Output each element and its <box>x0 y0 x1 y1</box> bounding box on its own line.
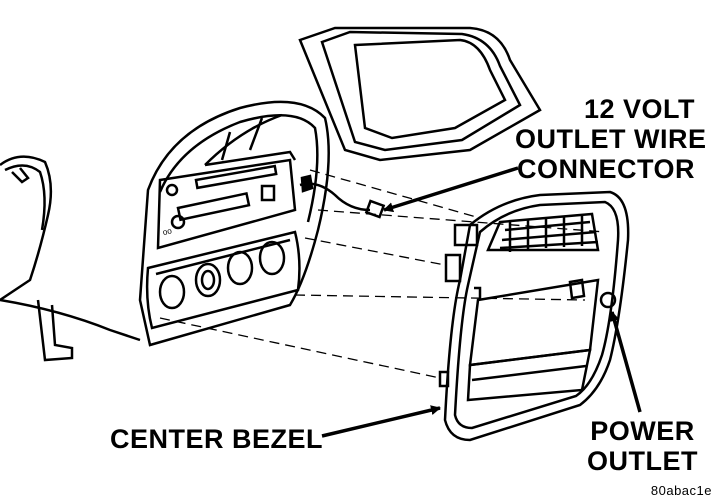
center-bezel <box>438 190 630 442</box>
connector-callout-line-2: OUTLET WIRE <box>515 124 707 154</box>
arrow-to-bezel <box>321 405 441 438</box>
bezel-callout-label: CENTER BEZEL <box>110 424 323 454</box>
power-outlet-line-2: OUTLET <box>587 446 698 476</box>
connector-callout-line-3: CONNECTOR <box>516 154 695 184</box>
heater-controls <box>145 230 301 330</box>
left-dash-panel <box>0 155 141 362</box>
figure-id: 80abac1e <box>650 483 712 498</box>
alignment-lines <box>159 169 606 379</box>
radio-unit: ᵒᵒ <box>156 150 297 250</box>
connector-callout-label: 12 VOLT OUTLET WIRE CONNECTOR <box>515 94 707 184</box>
dash-opening <box>138 100 330 347</box>
bezel-callout-text: CENTER BEZEL <box>110 424 324 454</box>
connector-callout-line-1: 12 VOLT <box>583 94 695 124</box>
power-outlet-line-1: POWER <box>590 416 695 446</box>
callout-arrows <box>321 166 642 438</box>
svg-text:ᵒᵒ: ᵒᵒ <box>162 225 174 241</box>
arrow-to-power-outlet <box>609 311 642 413</box>
windshield-outline <box>298 26 542 162</box>
arrow-to-connector <box>383 166 519 213</box>
power-outlet-callout-label: POWER OUTLET <box>585 416 700 476</box>
